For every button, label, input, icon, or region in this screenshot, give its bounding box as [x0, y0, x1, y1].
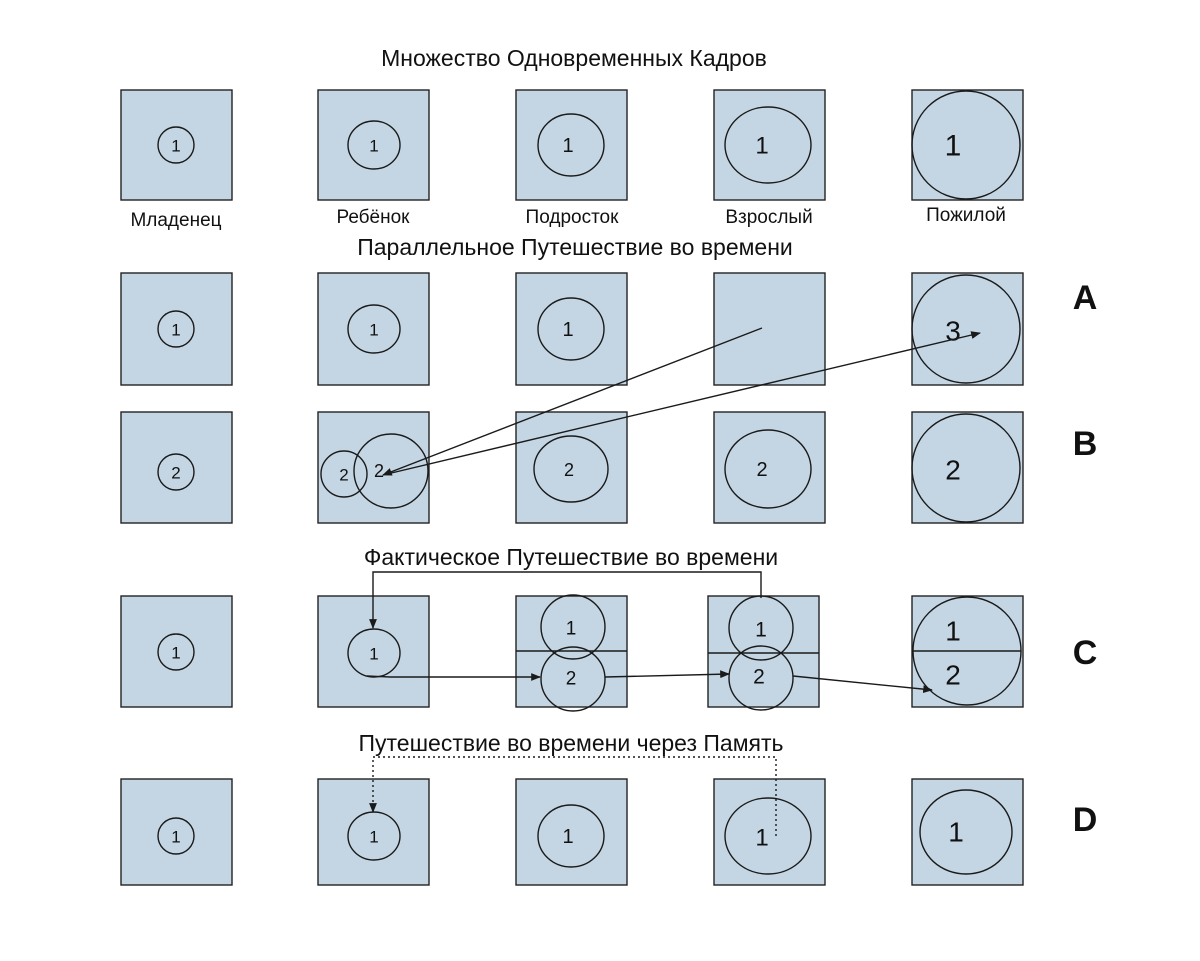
top-frame-teen: 1	[515, 89, 628, 201]
dotted-memory-arrow	[369, 756, 777, 836]
frame-number: 2	[566, 669, 577, 690]
top-frame-child: 1	[317, 89, 430, 201]
frame-number: 2	[753, 666, 765, 689]
title-actual-travel: Фактическое Путешествие во времени	[364, 544, 778, 570]
row-a-frame-adult-empty	[713, 272, 826, 386]
row-a-frame-elderly: 3	[911, 272, 1024, 386]
top-frame-adult: 1	[713, 89, 826, 201]
frame-number: 1	[755, 619, 767, 642]
age-label-elderly: Пожилой	[926, 205, 1006, 226]
top-frame-elderly: 1	[911, 89, 1024, 201]
row-b-frame-adult: 2	[713, 411, 826, 524]
row-b-frame-teen: 2	[515, 411, 628, 524]
frame-number: 2	[374, 461, 384, 481]
row-b-frame-child: 2 2	[317, 411, 430, 524]
frame-number: 1	[945, 616, 961, 647]
frame-number: 1	[171, 137, 180, 156]
frame-number: 1	[369, 828, 378, 847]
arrow-adult-to-elderly	[792, 675, 933, 694]
title-simultaneous-frames: Множество Одновременных Кадров	[381, 45, 767, 71]
arrow-child-to-elderly	[382, 331, 981, 476]
row-label-b: B	[1073, 425, 1098, 463]
arrow-adult-back-to-child	[369, 571, 762, 629]
frame-number: 1	[369, 645, 378, 664]
frame-number: 2	[945, 455, 961, 486]
frame-number: 2	[339, 466, 348, 485]
row-c-frame-adult: 1 2	[707, 595, 820, 711]
row-label-d: D	[1073, 801, 1098, 839]
row-d-frame-elderly: 1	[911, 778, 1024, 886]
row-a-frame-infant: 1	[120, 272, 233, 386]
row-c-frame-teen: 1 2	[515, 594, 628, 712]
arrow-adult-to-child	[382, 327, 763, 476]
frame-number: 1	[369, 321, 378, 340]
frame-number: 2	[171, 464, 180, 483]
title-memory-travel: Путешествие во времени через Память	[358, 730, 783, 756]
frame-number: 2	[756, 459, 767, 481]
age-label-teen: Подросток	[526, 207, 620, 228]
title-parallel-travel: Параллельное Путешествие во времени	[357, 234, 793, 260]
row-d-frame-teen: 1	[515, 778, 628, 886]
frame-number: 1	[562, 135, 573, 157]
age-label-infant: Младенец	[130, 210, 221, 231]
row-b-frame-elderly: 2	[911, 411, 1024, 524]
row-d-frame-infant: 1	[120, 778, 233, 886]
top-frame-infant: 1	[120, 89, 233, 201]
frame-number: 1	[171, 644, 180, 663]
row-a-frame-child: 1	[317, 272, 430, 386]
frame-number: 1	[945, 130, 962, 163]
frame-number: 1	[562, 319, 573, 341]
frame-number: 1	[566, 619, 577, 640]
age-label-child: Ребёнок	[336, 207, 410, 228]
row-label-a: A	[1073, 279, 1098, 317]
row-d-frame-adult: 1	[713, 778, 826, 886]
row-a-frame-teen: 1	[515, 272, 628, 386]
row-c-frame-infant: 1	[120, 595, 233, 708]
frame-number: 1	[948, 817, 964, 848]
frame-number: 1	[171, 828, 180, 847]
frame-number: 2	[945, 660, 961, 691]
frame-number: 1	[171, 321, 180, 340]
frame-number: 1	[755, 133, 768, 160]
frame-number: 1	[755, 825, 768, 852]
age-label-adult: Взрослый	[725, 207, 812, 228]
frame-number: 1	[369, 137, 378, 156]
frame-number: 1	[562, 826, 573, 848]
arrow-teen-to-adult	[604, 670, 730, 679]
frame-number: 3	[945, 316, 961, 347]
arrow-child-to-teen	[366, 673, 541, 681]
row-label-c: C	[1073, 634, 1098, 672]
row-d-frame-child: 1	[317, 778, 430, 886]
frame-number: 2	[564, 460, 574, 480]
row-b-frame-infant: 2	[120, 411, 233, 524]
